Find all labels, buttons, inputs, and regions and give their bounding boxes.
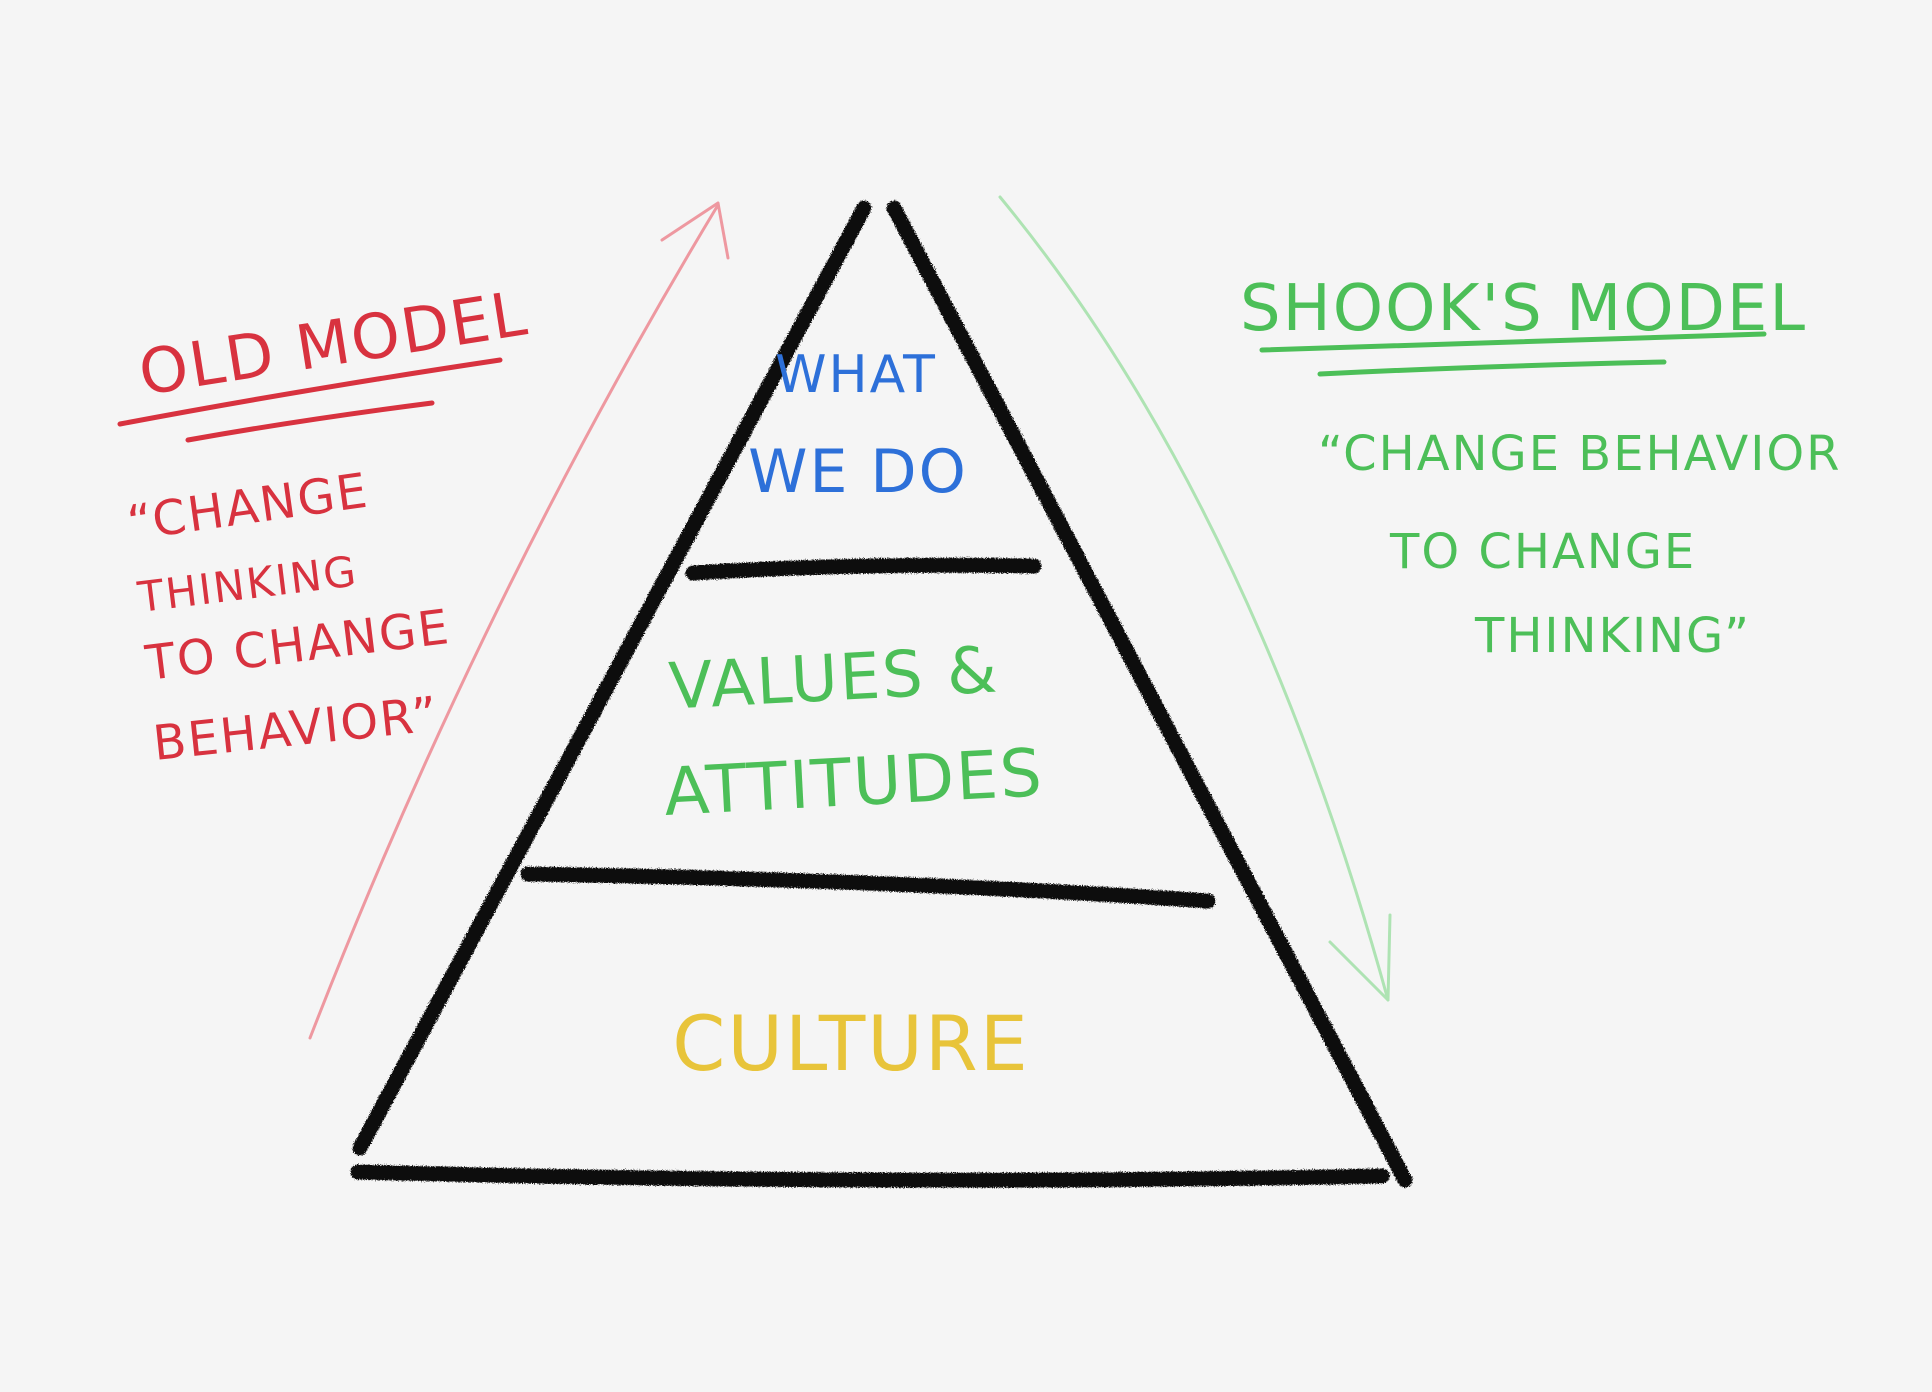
old-model-quote-line: THINKING [134, 546, 360, 622]
old-model-quote-line: “CHANGE [124, 463, 372, 552]
old-model-title: OLD MODEL [134, 276, 533, 410]
new-model-quote: “CHANGE BEHAVIOR TO CHANGE THINKING” [1318, 426, 1842, 664]
pyramid-layer-top-line: WHAT [775, 345, 937, 405]
pyramid-left-edge [352, 200, 872, 1156]
old-model-quote: “CHANGE THINKING TO CHANGE BEHAVIOR” [124, 463, 454, 772]
new-model-title-underline [1259, 331, 1767, 377]
pyramid-layer-middle-line: VALUES & [667, 633, 1001, 724]
new-model-quote-line: “CHANGE BEHAVIOR [1318, 426, 1842, 482]
pyramid-right-edge [886, 200, 1413, 1188]
pyramid-layer-middle-line: ATTITUDES [662, 734, 1046, 831]
new-model-arrow-shaft [998, 195, 1390, 1002]
pyramid-layer-top-line: WE DO [748, 437, 968, 507]
old-model-arrow [308, 201, 730, 1040]
old-model-title-underline [117, 357, 503, 443]
pyramid-base [350, 1164, 1390, 1188]
pyramid-lower-divider [520, 866, 1216, 909]
pyramid-layer-bottom: CULTURE [672, 999, 1029, 1088]
pyramid [350, 200, 1413, 1188]
new-model-quote-line: TO CHANGE [1389, 524, 1696, 580]
new-model-arrow [998, 195, 1392, 1002]
old-model-arrow-head [660, 201, 730, 260]
old-model-quote-line: BEHAVIOR” [150, 686, 441, 772]
new-model-arrow-head [1328, 913, 1392, 1002]
old-model-arrow-shaft [308, 203, 720, 1040]
pyramid-layer-top: WHAT WE DO [748, 345, 968, 507]
pyramid-layer-bottom-line: CULTURE [672, 999, 1029, 1088]
new-model-quote-line: THINKING” [1474, 608, 1751, 664]
pyramid-upper-divider [685, 557, 1042, 581]
pyramid-layer-middle: VALUES & ATTITUDES [662, 633, 1046, 830]
